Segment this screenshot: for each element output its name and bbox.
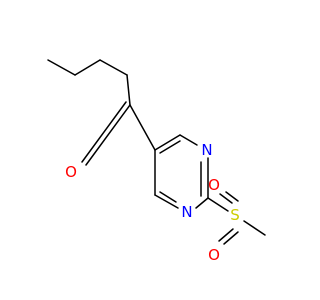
- bond-s-methyl: [243, 220, 266, 236]
- bond-c4-c5: [126, 74, 131, 106]
- bond-ring-2: [179, 134, 198, 146]
- bonds: [47, 59, 266, 245]
- bond-carbonyl-a: [85, 104, 131, 166]
- bond-carbonyl-b: [81, 101, 127, 163]
- ring-nitrogen-bottom: N: [181, 203, 192, 221]
- bond-s-o-top-b: [225, 191, 239, 202]
- bond-ring-5b: [159, 191, 177, 203]
- ring-nitrogen-top: N: [201, 141, 212, 159]
- bond-ring-1: [154, 134, 181, 151]
- sulfur-atom: S: [230, 206, 240, 224]
- atom-labels: O N N S O O: [65, 141, 240, 264]
- bond-c5-ring: [129, 104, 156, 151]
- bond-c3-c4: [99, 59, 128, 76]
- bond-s-o-bottom-b: [223, 231, 239, 245]
- bond-ring-s: [207, 197, 229, 212]
- sulfonyl-oxygen-bottom: O: [208, 246, 220, 264]
- molecule-canvas: O N N S O O: [47, 59, 266, 264]
- sulfonyl-oxygen-top: O: [208, 176, 220, 194]
- bond-ring-5: [154, 194, 179, 209]
- carbonyl-oxygen: O: [65, 163, 77, 181]
- structure-diagram: O N N S O O: [47, 59, 266, 264]
- bond-s-o-bottom-a: [218, 228, 234, 242]
- bond-ring-4: [195, 197, 209, 209]
- bond-c1-c2: [47, 59, 76, 76]
- bond-s-o-top-a: [219, 193, 233, 204]
- bond-c2-c3: [74, 59, 101, 76]
- bond-ring-1b: [159, 140, 181, 154]
